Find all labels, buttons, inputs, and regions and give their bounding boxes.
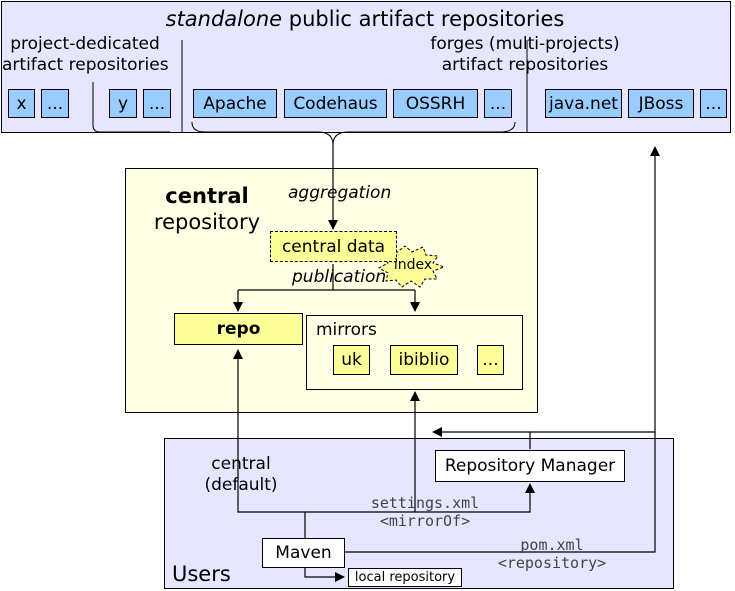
pom-xml-text: pom.xml [520, 536, 584, 554]
standalone-title-italic: standalone [165, 7, 283, 31]
repo-box-jboss: JBoss [628, 89, 694, 118]
forges-label: forges (multi-projects) artifact reposit… [420, 34, 630, 76]
central-default-arrow [233, 349, 306, 538]
project-dedicated-line2: artifact repositories [2, 55, 169, 75]
settings-xml-label: settings.xml <mirrorOf> [340, 494, 510, 530]
central-data-box: central data [270, 231, 397, 262]
publication-label: publication [292, 267, 387, 287]
brace-project [92, 82, 170, 133]
repo-box-ossrh: OSSRH [393, 89, 478, 118]
pom-xml-label: pom.xml <repository> [482, 536, 622, 572]
aggregation-brace [191, 121, 516, 146]
central-repository-title: central repository [142, 183, 272, 235]
settings-xml-text: settings.xml [370, 494, 480, 512]
repository-manager-box: Repository Manager [435, 450, 625, 482]
mirrors-label: mirrors [316, 320, 377, 340]
pom-repository-arrow [345, 146, 660, 553]
repo-box-y: y [109, 89, 137, 118]
repo-box-apache: Apache [193, 89, 277, 118]
standalone-title: standalone public artifact repositories [120, 6, 610, 32]
repo-box-x: x [8, 89, 35, 118]
settings-to-manager-arrow [415, 483, 535, 513]
standalone-title-rest: public artifact repositories [282, 7, 565, 31]
central-title-rest: repository [153, 210, 261, 234]
project-dedicated-label: project-dedicated artifact repositories [2, 34, 169, 76]
central-title-bold: central [165, 184, 249, 208]
central-default-line1: central [211, 454, 271, 474]
central-default-label: central (default) [200, 454, 282, 496]
local-repository-arrow [304, 566, 345, 582]
repo-box-more: ... [143, 89, 171, 118]
index-label: index [393, 257, 433, 273]
mirror-ibiblio-box: ibiblio [390, 345, 458, 375]
repo-box: repo [174, 313, 303, 345]
aggregation-label: aggregation [288, 183, 392, 203]
mirror-of-text: <mirrorOf> [379, 512, 471, 530]
repo-box-more: ... [700, 89, 727, 118]
central-default-line2: (default) [204, 475, 278, 495]
repo-box-more: ... [484, 89, 512, 118]
project-dedicated-line1: project-dedicated [10, 34, 160, 54]
manager-line [529, 431, 655, 449]
repo-box-codehaus: Codehaus [284, 89, 387, 118]
maven-box: Maven [262, 538, 345, 568]
mirror-more-box: ... [477, 345, 504, 375]
users-label: Users [172, 562, 231, 586]
repository-tag-text: <repository> [497, 554, 607, 572]
forges-line2: artifact repositories [441, 55, 609, 75]
repo-box-more: ... [41, 89, 69, 118]
repo-box-javanet: java.net [545, 89, 622, 118]
mirror-uk-box: uk [333, 345, 370, 375]
forges-line1: forges (multi-projects) [430, 34, 620, 54]
local-repository-box: local repository [348, 568, 462, 587]
